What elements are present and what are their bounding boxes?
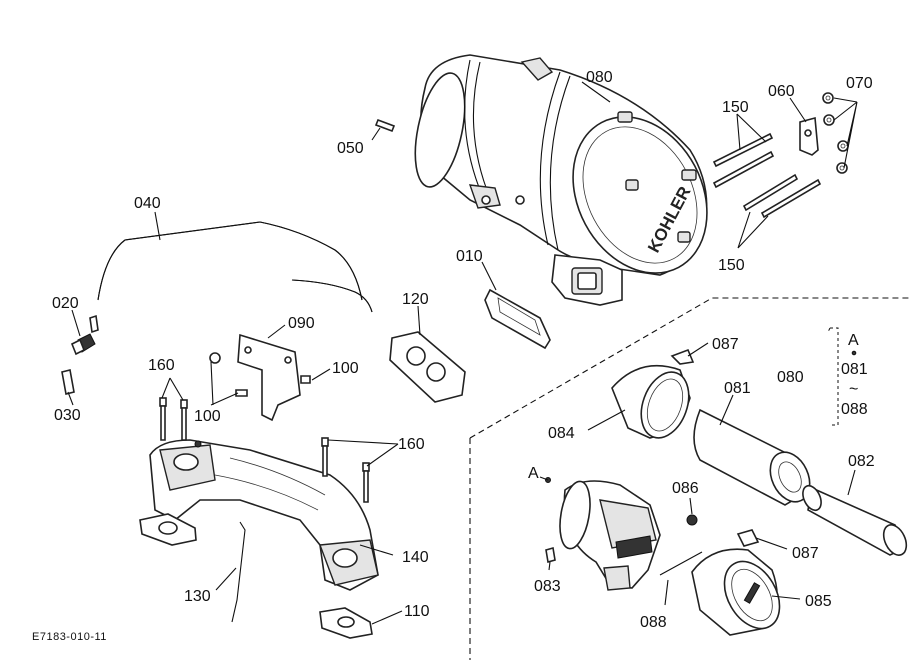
callout-082: 082 bbox=[848, 453, 875, 470]
callout-086: 086 bbox=[672, 480, 699, 497]
callout-130: 130 bbox=[184, 588, 211, 605]
nuts-070 bbox=[822, 92, 849, 174]
adapter-084 bbox=[611, 364, 691, 439]
band-088 bbox=[659, 551, 703, 576]
housing-body-inset bbox=[545, 477, 661, 591]
callout-088: 088 bbox=[640, 614, 667, 631]
callout-090: 090 bbox=[288, 315, 315, 332]
callout-100-right: 100 bbox=[332, 360, 359, 377]
bracket-060 bbox=[799, 116, 819, 156]
gasket-110 bbox=[319, 607, 373, 639]
callout-100-left: 100 bbox=[194, 408, 221, 425]
filter-element-081 bbox=[693, 408, 811, 506]
valve-086 bbox=[686, 514, 698, 526]
exhaust-manifold-140 bbox=[149, 439, 379, 591]
heat-shield-090 bbox=[237, 333, 301, 422]
callout-150-top: 150 bbox=[722, 99, 749, 116]
callout-040: 040 bbox=[134, 195, 161, 212]
callout-120: 120 bbox=[402, 291, 429, 308]
hose-040 bbox=[97, 221, 373, 313]
callout-080: 080 bbox=[586, 69, 613, 86]
callout-060: 060 bbox=[768, 83, 795, 100]
callout-010: 010 bbox=[456, 248, 483, 265]
reference-range-from: 081 bbox=[841, 361, 868, 378]
reference-range-to: 088 bbox=[841, 401, 868, 418]
figure-code: E7183-010-11 bbox=[32, 631, 107, 643]
reference-range-separator: ~ bbox=[849, 381, 858, 398]
gasket-010 bbox=[484, 288, 551, 350]
detail-inset bbox=[469, 297, 910, 660]
fitting-020 bbox=[70, 314, 99, 356]
air-cleaner-assembly: KOHLER bbox=[414, 54, 708, 306]
gasket-120 bbox=[389, 331, 466, 403]
gasket-manifold-left bbox=[139, 513, 197, 546]
callout-160-right: 160 bbox=[398, 436, 425, 453]
callout-140: 140 bbox=[402, 549, 429, 566]
clip-087-lower bbox=[736, 529, 760, 547]
pin-083 bbox=[545, 546, 556, 564]
callout-030: 030 bbox=[54, 407, 81, 424]
callout-150-bottom: 150 bbox=[718, 257, 745, 274]
bolts-160 bbox=[159, 397, 370, 503]
tube-030 bbox=[61, 369, 75, 395]
callout-080-inset: 080 bbox=[777, 369, 804, 386]
callout-labels: 080 050 150 060 070 150 010 040 120 020 … bbox=[32, 69, 875, 643]
callout-087-top: 087 bbox=[712, 336, 739, 353]
callout-084: 084 bbox=[548, 425, 575, 442]
callout-050: 050 bbox=[337, 140, 364, 157]
rod-130 bbox=[231, 521, 246, 623]
callout-083: 083 bbox=[534, 578, 561, 595]
reference-marker-a-top: A bbox=[848, 332, 859, 349]
leader-lines bbox=[67, 81, 858, 625]
pin-050 bbox=[374, 118, 396, 133]
clip-087-top bbox=[670, 348, 695, 365]
callout-020: 020 bbox=[52, 295, 79, 312]
safety-element-082 bbox=[802, 484, 908, 556]
callout-110: 110 bbox=[404, 603, 430, 620]
studs-150 bbox=[712, 132, 822, 219]
callout-081: 081 bbox=[724, 380, 751, 397]
cover-085 bbox=[691, 548, 781, 636]
callout-085: 085 bbox=[805, 593, 832, 610]
callout-087-lower: 087 bbox=[792, 545, 819, 562]
bolts-100 bbox=[209, 352, 311, 397]
callout-070: 070 bbox=[846, 75, 873, 92]
callout-160-left: 160 bbox=[148, 357, 175, 374]
reference-marker-a-inset: A bbox=[528, 465, 539, 482]
